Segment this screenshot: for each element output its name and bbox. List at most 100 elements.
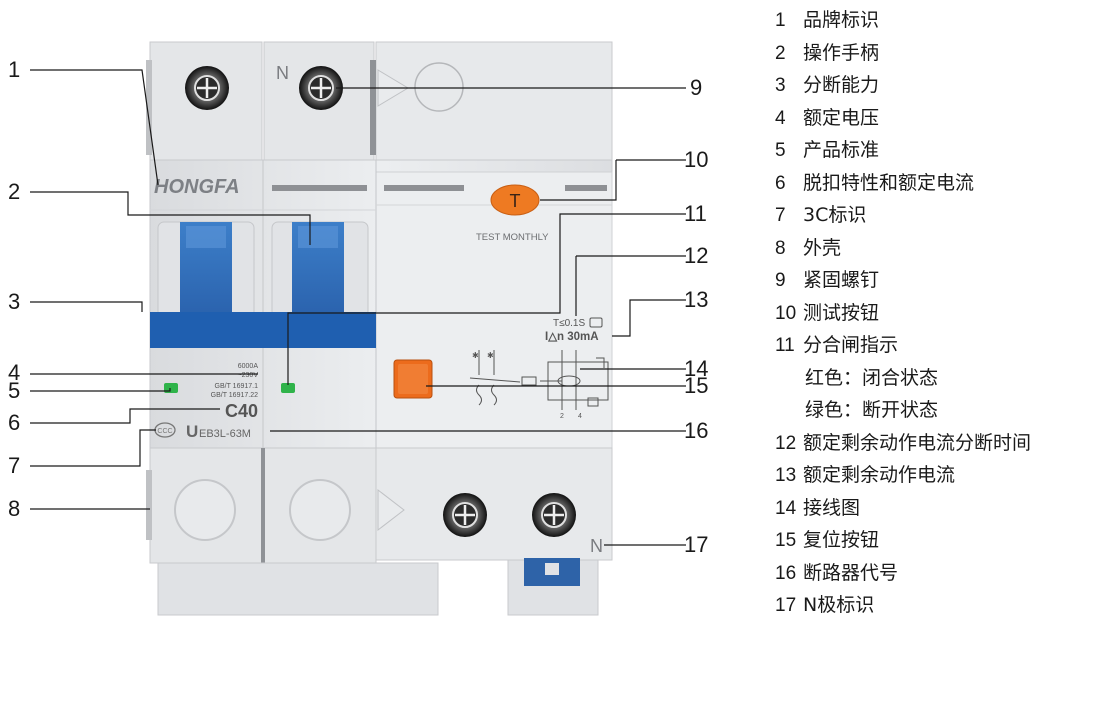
legend-num: 7 bbox=[775, 205, 786, 226]
handle-band bbox=[150, 312, 376, 348]
legend-text: 品牌标识 bbox=[803, 9, 880, 31]
callout-3: 3 bbox=[8, 289, 20, 314]
legend-item: 17 N极标识 bbox=[775, 589, 1111, 622]
legend-num: 1 bbox=[775, 10, 786, 31]
callout-7: 7 bbox=[8, 453, 20, 478]
callout-16: 16 bbox=[684, 418, 708, 443]
callout-5: 5 bbox=[8, 378, 20, 403]
svg-text:✱: ✱ bbox=[487, 351, 494, 360]
legend-num: 8 bbox=[775, 237, 786, 259]
svg-text:CCC: CCC bbox=[157, 428, 172, 435]
callout-13: 13 bbox=[684, 287, 708, 312]
callout-1: 1 bbox=[8, 57, 20, 82]
legend-text: 测试按钮 bbox=[803, 301, 880, 324]
legend-item: 3 分断能力 bbox=[775, 69, 1111, 102]
callout-2: 2 bbox=[8, 179, 20, 204]
legend-num: 17 bbox=[775, 595, 797, 616]
operating-handle-left[interactable] bbox=[157, 221, 255, 318]
n-pole-mark-bottom: N bbox=[590, 536, 603, 556]
terminal-cover-left bbox=[174, 479, 236, 541]
legend-text: 额定剩余动作电流分断时间 bbox=[803, 431, 1032, 454]
rated-voltage: ~230V bbox=[238, 372, 259, 379]
legend-item: 14 接线图 bbox=[775, 492, 1111, 525]
indicator-right bbox=[281, 383, 295, 393]
legend-item: 16 断路器代号 bbox=[775, 557, 1111, 590]
test-button[interactable]: T bbox=[490, 184, 540, 216]
model-prefix: U bbox=[186, 422, 198, 441]
legend-num: 6 bbox=[775, 172, 786, 194]
legend-num: 11 bbox=[775, 335, 795, 356]
callout-10: 10 bbox=[684, 147, 708, 172]
legend-item: 4 额定电压 bbox=[775, 102, 1111, 135]
legend-text: 操作手柄 bbox=[803, 41, 880, 64]
legend-num: 2 bbox=[775, 42, 786, 64]
legend-subitem-green: 绿色：断开状态 bbox=[775, 394, 1111, 427]
legend-num: 15 bbox=[775, 530, 797, 551]
legend-item: 15 复位按钮 bbox=[775, 524, 1111, 557]
callout-8: 8 bbox=[8, 496, 20, 521]
svg-text:✱: ✱ bbox=[472, 351, 479, 360]
legend-item: 12 额定剩余动作电流分断时间 bbox=[775, 427, 1111, 460]
leader-lines bbox=[30, 69, 686, 546]
legend-item: 9 紧固螺钉 bbox=[775, 264, 1111, 297]
legend-num: 9 bbox=[775, 270, 786, 291]
wiring-terminal-2: 2 bbox=[560, 413, 564, 420]
legend-text: 分断能力 bbox=[803, 74, 880, 96]
standard-2: GB/T 16917.22 bbox=[211, 392, 258, 399]
callout-14: 14 bbox=[684, 356, 708, 381]
callout-12: 12 bbox=[684, 243, 708, 268]
legend-num: 14 bbox=[775, 497, 797, 519]
breaking-capacity: 6000A bbox=[238, 363, 259, 370]
legend-text: 脱扣特性和额定电流 bbox=[803, 171, 975, 194]
legend-item: 11 分合闸指示 bbox=[775, 329, 1111, 362]
legend-text: 产品标准 bbox=[803, 139, 880, 161]
legend-subitem-red: 红色：闭合状态 bbox=[775, 362, 1111, 395]
legend-text: 绿色：断开状态 bbox=[805, 399, 939, 421]
legend-text: 接线图 bbox=[803, 496, 861, 519]
legend-text: 断路器代号 bbox=[803, 561, 899, 584]
legend-text: 额定剩余动作电流 bbox=[803, 464, 956, 486]
wiring-terminal-4: 4 bbox=[578, 413, 582, 420]
callout-15: 15 bbox=[684, 373, 708, 398]
callout-4: 4 bbox=[8, 360, 20, 385]
bottom-screw-right bbox=[532, 493, 576, 537]
callout-6: 6 bbox=[8, 410, 20, 435]
legend-num: 10 bbox=[775, 302, 797, 324]
legend-text: 红色：闭合状态 bbox=[805, 366, 939, 389]
legend-item: 6 脱扣特性和额定电流 bbox=[775, 167, 1111, 200]
legend-item: 13 额定剩余动作电流 bbox=[775, 459, 1111, 492]
callout-9: 9 bbox=[690, 75, 702, 100]
reset-button[interactable] bbox=[393, 359, 433, 399]
operating-handle-right[interactable] bbox=[271, 221, 369, 318]
rating-c40: C40 bbox=[225, 401, 258, 421]
callout-17: 17 bbox=[684, 532, 708, 557]
brand-logo: HONGFA bbox=[154, 176, 240, 198]
top-screw-left bbox=[185, 66, 229, 110]
test-button-glyph: T bbox=[510, 191, 521, 211]
legend-text: 分合闸指示 bbox=[803, 334, 899, 356]
model-code: EB3L-63M bbox=[199, 428, 251, 440]
legend-num: 13 bbox=[775, 465, 797, 486]
test-label: TEST MONTHLY bbox=[476, 232, 549, 243]
legend-text: 额定电压 bbox=[803, 106, 880, 129]
legend-text: N极标识 bbox=[803, 594, 875, 616]
legend-item: 10 测试按钮 bbox=[775, 297, 1111, 330]
legend-num: 3 bbox=[775, 75, 786, 96]
bottom-screw-left bbox=[443, 493, 487, 537]
top-screw-right bbox=[299, 66, 343, 110]
residual-current: I△n 30mA bbox=[545, 331, 599, 343]
legend-text: 紧固螺钉 bbox=[803, 269, 880, 291]
legend-num: 4 bbox=[775, 107, 786, 129]
n-pole-mark-top: N bbox=[276, 63, 289, 83]
trip-time: T≤0.1S bbox=[553, 318, 585, 329]
legend-text: 复位按钮 bbox=[803, 529, 880, 551]
terminal-cover-right bbox=[289, 479, 351, 541]
legend-num: 16 bbox=[775, 562, 797, 584]
legend-item: 1 品牌标识 bbox=[775, 4, 1111, 37]
legend-num: 12 bbox=[775, 432, 797, 454]
wiring-diagram: ✱ ✱ bbox=[469, 350, 609, 410]
standard-1: GB/T 16917.1 bbox=[215, 383, 259, 390]
